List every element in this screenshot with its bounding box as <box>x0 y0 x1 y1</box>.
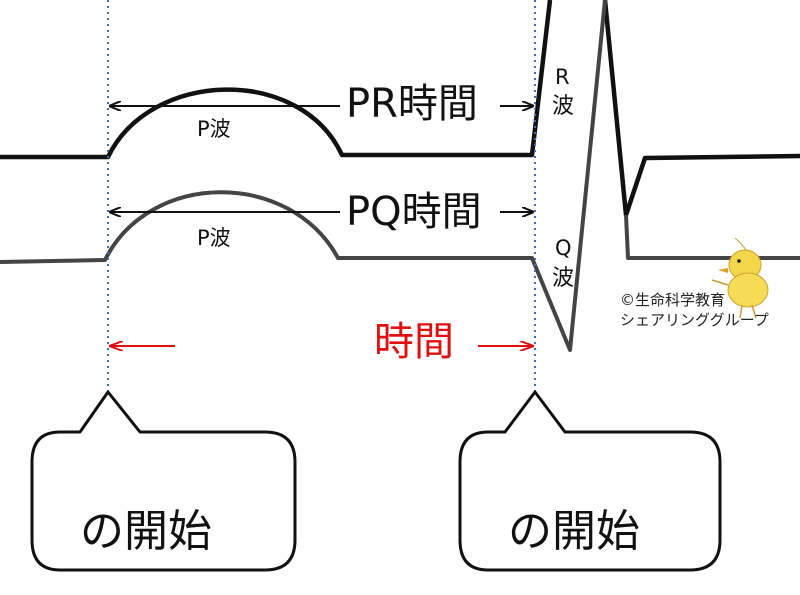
q-letter-label: Q <box>555 236 572 260</box>
pr-interval-label: PR時間 <box>342 84 482 124</box>
q-wave-label: 波 <box>552 266 575 291</box>
bubble-right-text: の開始 <box>508 506 640 557</box>
copyright-line-2: シェアリンググループ <box>620 311 769 329</box>
p-wave-label-bottom: P波 <box>197 226 231 250</box>
speech-bubble-right <box>458 390 722 572</box>
p-wave-label-top: P波 <box>197 117 231 141</box>
speech-bubble-left <box>30 390 297 572</box>
interval-red-label: 時間 <box>374 319 454 365</box>
pq-interval-label: PQ時間 <box>342 192 486 232</box>
chick-mascot-icon <box>711 237 769 319</box>
copyright-line-1: ©生命科学教育 <box>620 291 726 309</box>
ecg-trace-top <box>0 0 800 218</box>
bubble-left-text: の開始 <box>80 506 212 557</box>
r-wave-label: 波 <box>552 94 575 119</box>
r-letter-label: R <box>555 65 570 89</box>
